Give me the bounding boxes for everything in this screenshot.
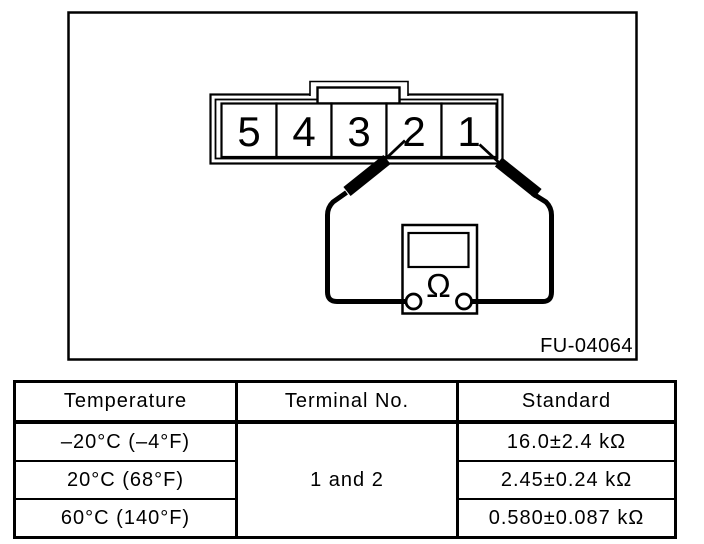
probe-left bbox=[343, 139, 406, 196]
probe-body-left bbox=[343, 155, 391, 196]
column-header-temperature: Temperature bbox=[13, 381, 238, 424]
terminal-cell-1 bbox=[440, 102, 498, 159]
table-row: 60°C (140°F) 0.580±0.087 kΩ bbox=[13, 498, 677, 539]
probe-needle-left bbox=[385, 139, 406, 160]
terminal-number-4: 4 bbox=[292, 108, 315, 155]
terminal-number-5: 5 bbox=[237, 108, 260, 155]
meter-terminal-left bbox=[404, 292, 423, 311]
terminal-number-2: 2 bbox=[402, 108, 425, 155]
probe-right bbox=[478, 143, 542, 198]
table-row: 20°C (68°F) 2.45±0.24 kΩ bbox=[13, 460, 677, 500]
probe-needle-right bbox=[478, 143, 501, 165]
connector-tab bbox=[316, 86, 401, 105]
temperature-value: –20°C (–4°F) bbox=[13, 421, 238, 462]
standard-value: 2.45±0.24 kΩ bbox=[456, 460, 677, 500]
spec-table: Temperature Terminal No. Standard –20°C … bbox=[13, 380, 677, 539]
temperature-value: 60°C (140°F) bbox=[13, 498, 238, 539]
terminal-cell-4 bbox=[275, 102, 333, 159]
table-row: –20°C (–4°F) 1 and 2 16.0±2.4 kΩ bbox=[13, 421, 677, 539]
terminal-no-value: 1 and 2 bbox=[235, 421, 459, 539]
ohm-symbol: Ω bbox=[426, 267, 451, 304]
terminal-numbers: 5 4 3 2 1 bbox=[237, 108, 480, 155]
spec-table-header-row: Temperature Terminal No. Standard bbox=[13, 381, 677, 424]
terminal-cells bbox=[220, 102, 498, 159]
meter-terminal-right bbox=[455, 292, 473, 311]
test-lead-wire-right bbox=[464, 191, 554, 304]
test-lead-wire-left bbox=[325, 190, 413, 304]
terminal-number-3: 3 bbox=[347, 108, 370, 155]
connector-tab-outline bbox=[309, 80, 409, 96]
standard-value: 16.0±2.4 kΩ bbox=[456, 421, 677, 462]
terminal-number-1: 1 bbox=[457, 108, 480, 155]
connector-housing: 5 4 3 2 1 bbox=[209, 79, 504, 165]
multimeter-display bbox=[407, 231, 470, 269]
temperature-value: 20°C (68°F) bbox=[13, 460, 238, 500]
terminal-cell-5 bbox=[220, 102, 278, 159]
terminal-cell-3 bbox=[330, 102, 388, 159]
probe-body-right bbox=[494, 157, 542, 198]
figure-label: FU-04064 bbox=[540, 335, 633, 357]
column-header-terminal-no: Terminal No. bbox=[235, 381, 459, 424]
column-header-standard: Standard bbox=[456, 381, 677, 424]
standard-value: 0.580±0.087 kΩ bbox=[456, 498, 677, 539]
